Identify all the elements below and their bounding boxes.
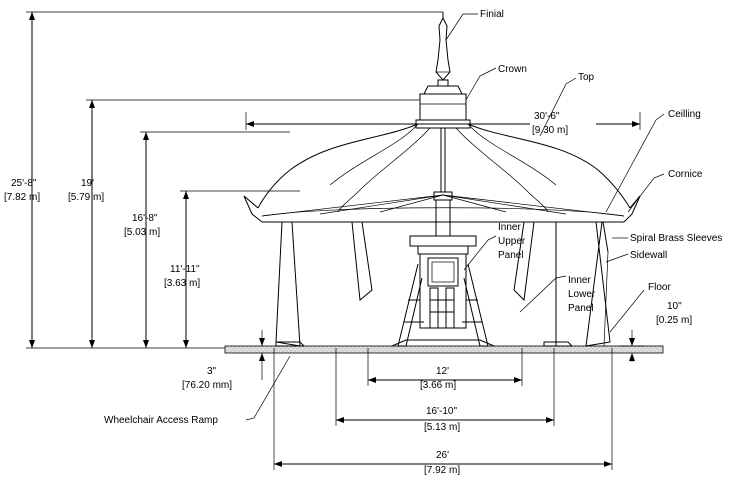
dim-11-11-ft: 11'-11" <box>170 264 200 275</box>
label-inner-upper-2: Upper <box>498 236 526 247</box>
dim-top-width-m: [9.30 m] <box>532 125 568 136</box>
label-inner-lower-3: Panel <box>568 303 594 314</box>
label-spiral-sleeves: Spiral Brass Sleeves <box>630 233 722 244</box>
ramp-height-dim <box>259 330 265 380</box>
dim-16-8-ft: 16'-8" <box>132 213 158 224</box>
sidewalls <box>275 221 611 347</box>
dim-19-ft: 19' <box>81 178 94 189</box>
dim-ramp-height-ft: 3" <box>207 366 217 377</box>
crown-shape <box>415 85 471 129</box>
left-dimensions <box>26 11 443 349</box>
center-pole <box>433 128 453 237</box>
label-inner-upper-1: Inner <box>498 222 521 233</box>
label-sidewall: Sidewall <box>630 250 667 261</box>
label-floor: Floor <box>648 282 671 293</box>
dim-19-m: [5.79 m] <box>68 192 104 203</box>
label-top: Top <box>578 72 595 83</box>
inner-mechanism <box>391 235 495 347</box>
label-ceiling: Ceilling <box>668 109 701 120</box>
leader-lines <box>245 13 665 421</box>
floor-thickness-dim <box>620 330 644 362</box>
label-crown: Crown <box>498 64 527 75</box>
canopy-top <box>243 123 641 223</box>
bottom-dimensions <box>273 348 613 470</box>
dim-width-12-m: [3.66 m] <box>420 380 456 391</box>
label-inner-upper-3: Panel <box>498 250 524 261</box>
dim-11-11-m: [3.63 m] <box>164 278 200 289</box>
dim-width-26-ft: 26' <box>436 450 449 461</box>
dim-width-16-10-m: [5.13 m] <box>424 422 460 433</box>
label-inner-lower-1: Inner <box>568 275 591 286</box>
dim-width-26-m: [7.92 m] <box>424 465 460 476</box>
label-cornice: Cornice <box>668 169 703 180</box>
dim-width-16-10-ft: 16'-10" <box>426 406 457 417</box>
dim-total-height-ft: 25'-8" <box>11 178 37 189</box>
dim-floor-thick-m: [0.25 m] <box>656 315 692 326</box>
ramp <box>275 341 574 347</box>
floor-slab <box>224 345 664 354</box>
dim-width-12-ft: 12' <box>436 366 449 377</box>
dim-total-height-m: [7.82 m] <box>4 192 40 203</box>
dim-16-8-m: [5.03 m] <box>124 227 160 238</box>
dim-ramp-height-m: [76.20 mm] <box>182 380 232 391</box>
finial-shape <box>435 12 451 87</box>
label-finial: Finial <box>480 9 504 20</box>
dim-top-width-ft: 30'-6" <box>534 111 560 122</box>
top-width-dim <box>245 112 641 130</box>
label-ramp: Wheelchair Access Ramp <box>104 415 218 426</box>
dim-floor-thick-ft: 10" <box>667 301 682 312</box>
label-inner-lower-2: Lower <box>568 289 596 300</box>
